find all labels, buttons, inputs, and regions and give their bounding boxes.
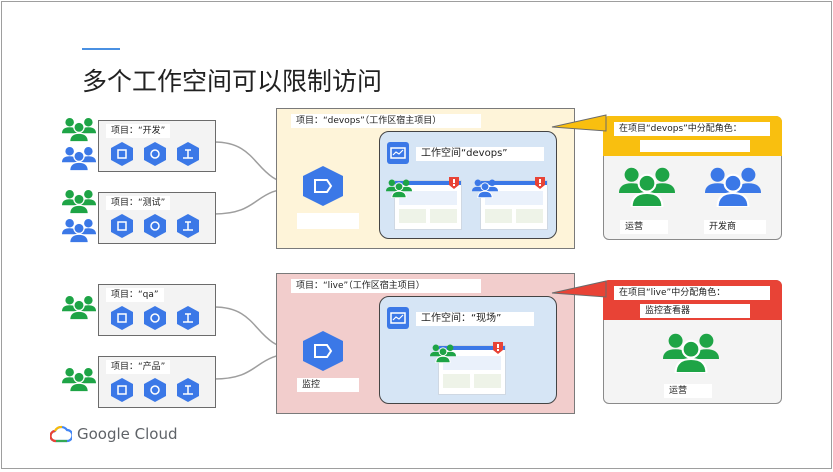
people-group-icon <box>662 332 720 373</box>
project-box: 项目：“产品” <box>98 356 216 408</box>
callout-subtext: 监控查看器 <box>640 304 750 318</box>
people-group-icon <box>62 295 96 320</box>
people-group-icon <box>62 367 96 392</box>
people-group-icon <box>62 146 96 171</box>
cloud-icon <box>50 425 72 443</box>
dashboard-icon <box>387 142 409 164</box>
load-balancer-icon <box>177 142 199 166</box>
kubernetes-engine-icon <box>144 306 166 330</box>
people-group-icon <box>472 179 498 198</box>
logo-text: Google Cloud <box>77 425 178 443</box>
dashboard-thumbnail <box>394 180 462 230</box>
role-label: 运营 <box>664 384 712 398</box>
project-label: 项目：“测试” <box>106 196 171 210</box>
project-label: 项目：“qa” <box>106 288 164 302</box>
workspace-label: 工作空间：“现场” <box>416 312 534 326</box>
workspace-live: 工作空间：“现场” <box>379 296 557 404</box>
roles-card-devops: 在项目“devops”中分配角色： 运营 开发商 <box>603 116 782 240</box>
load-balancer-icon <box>177 214 199 238</box>
callout-pointer <box>551 114 607 132</box>
host-project-label: 项目：“live”（工作区宿主项目） <box>291 279 481 293</box>
roles-card-live: 在项目“live”中分配角色： 监控查看器 运营 <box>603 280 782 404</box>
stackdriver-icon <box>303 331 343 371</box>
workspace-label: 工作空间“devops” <box>416 147 544 161</box>
google-cloud-logo: Google Cloud <box>50 425 178 443</box>
people-group-icon <box>62 189 96 214</box>
alert-icon <box>535 177 545 189</box>
alert-icon <box>449 177 459 189</box>
project-label: 项目：“开发” <box>106 124 171 138</box>
people-group-icon <box>618 166 676 207</box>
compute-engine-icon <box>111 214 133 238</box>
project-box: 项目：“qa” <box>98 284 216 336</box>
load-balancer-icon <box>177 306 199 330</box>
role-label: 运营 <box>620 220 668 234</box>
host-project-live: 项目：“live”（工作区宿主项目） 监控 工作空间：“现场” <box>276 273 575 414</box>
kubernetes-engine-icon <box>144 214 166 238</box>
callout-subtext <box>640 140 750 152</box>
dashboard-thumbnail <box>480 180 548 230</box>
monitor-label <box>297 213 359 229</box>
project-box: 项目：“开发” <box>98 120 216 172</box>
people-group-icon <box>386 179 412 198</box>
alert-icon <box>493 342 503 354</box>
project-label: 项目：“产品” <box>106 360 171 374</box>
people-group-icon <box>704 166 762 207</box>
compute-engine-icon <box>111 306 133 330</box>
workspace-devops: 工作空间“devops” <box>379 131 557 239</box>
title-accent-bar <box>82 48 120 50</box>
compute-engine-icon <box>111 378 133 402</box>
people-group-icon <box>430 344 456 363</box>
kubernetes-engine-icon <box>144 142 166 166</box>
host-project-devops: 项目：“devops”（工作区宿主项目） 工作空间“devops” <box>276 108 575 249</box>
people-group-icon <box>62 218 96 243</box>
stackdriver-icon <box>303 166 343 206</box>
callout-pointer <box>551 280 607 298</box>
callout-text: 在项目“devops”中分配角色： <box>614 122 770 136</box>
slide-title: 多个工作空间可以限制访问 <box>82 67 383 96</box>
monitor-label: 监控 <box>297 378 359 392</box>
load-balancer-icon <box>177 378 199 402</box>
people-group-icon <box>62 117 96 142</box>
dashboard-icon <box>387 307 409 329</box>
host-project-label: 项目：“devops”（工作区宿主项目） <box>291 114 481 128</box>
compute-engine-icon <box>111 142 133 166</box>
project-box: 项目：“测试” <box>98 192 216 244</box>
role-label: 开发商 <box>704 220 766 234</box>
callout-text: 在项目“live”中分配角色： <box>614 286 770 300</box>
kubernetes-engine-icon <box>144 378 166 402</box>
